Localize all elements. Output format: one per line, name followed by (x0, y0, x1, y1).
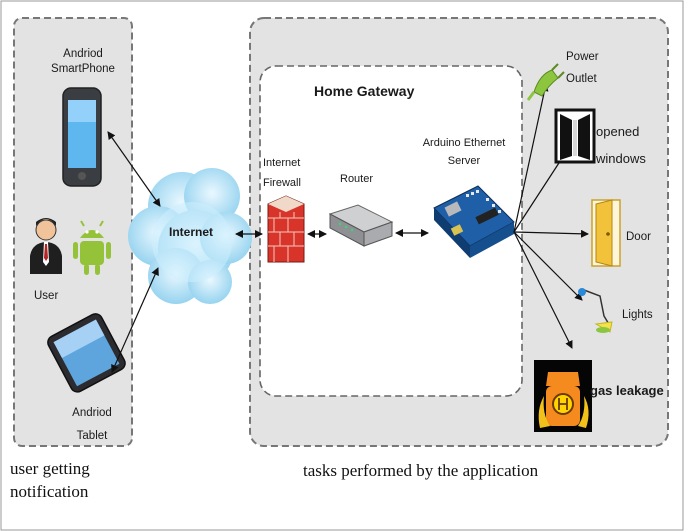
internet-label: Internet (169, 225, 213, 239)
link-lights (513, 231, 583, 301)
power-outlet-label-2: Outlet (566, 73, 597, 85)
user-icon (30, 218, 62, 274)
tablet-icon (47, 313, 126, 393)
windows-label-2: windows (595, 151, 646, 166)
android-robot-icon (73, 220, 111, 275)
firewall-icon (267, 195, 305, 263)
router-label: Router (340, 173, 373, 185)
link-gas (513, 231, 573, 349)
tablet-label-2: Tablet (77, 430, 108, 442)
smartphone-internet-link (107, 131, 161, 207)
user-label: User (34, 290, 58, 302)
arduino-board-icon (433, 185, 515, 258)
door-icon (591, 199, 621, 267)
tasks-caption: tasks performed by the application (303, 461, 539, 480)
opened-window-icon (554, 108, 596, 164)
gas-leakage-label: gas leakage (590, 383, 664, 398)
arduino-label-2: Server (448, 155, 481, 167)
windows-label-1: opened (596, 124, 639, 139)
firewall-label-2: Firewall (263, 177, 301, 189)
power-plug-icon (526, 63, 565, 101)
tablet-label-1: Andriod (72, 407, 112, 419)
router-icon (328, 204, 394, 247)
lights-icon (578, 288, 613, 333)
user-caption-line2: notification (10, 482, 89, 501)
smartphone-label-2: SmartPhone (51, 63, 115, 75)
gateway-title: Home Gateway (314, 83, 415, 99)
smartphone-icon (62, 87, 102, 187)
tablet-internet-link (111, 267, 159, 373)
door-label: Door (626, 231, 651, 243)
smartphone-label-1: Andriod (63, 48, 103, 60)
link-power-outlet (513, 83, 549, 233)
firewall-label-1: Internet (263, 157, 300, 169)
link-door (513, 229, 589, 238)
power-outlet-label-1: Power (566, 51, 599, 63)
user-caption-line1: user getting (10, 459, 90, 478)
lights-label: Lights (622, 309, 653, 321)
arduino-label-1: Arduino Ethernet (423, 137, 506, 149)
internet-cloud-icon (128, 168, 252, 304)
gas-cylinder-icon (534, 360, 592, 432)
